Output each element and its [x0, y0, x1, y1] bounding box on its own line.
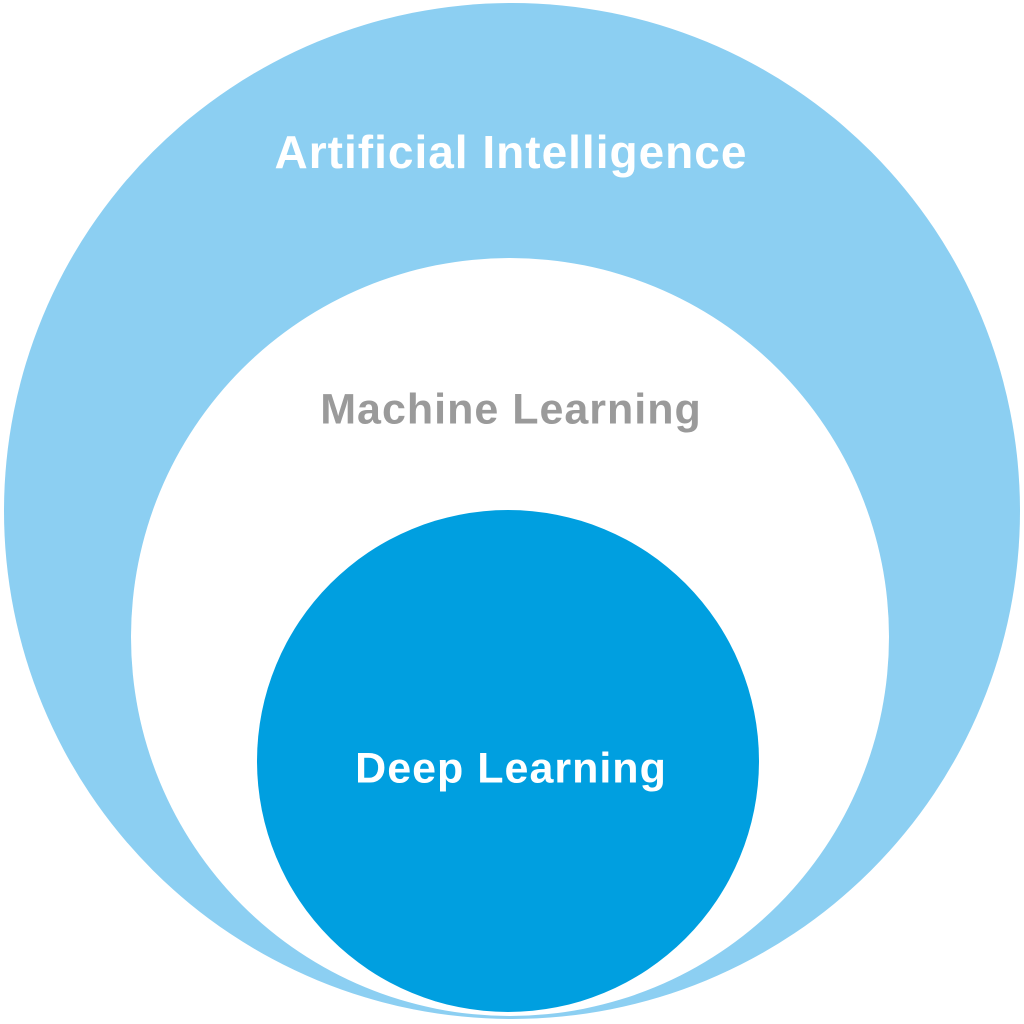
deep-learning-circle [257, 510, 759, 1012]
deep-learning-label: Deep Learning [355, 744, 667, 793]
artificial-intelligence-label: Artificial Intelligence [274, 126, 748, 178]
machine-learning-label: Machine Learning [320, 385, 702, 434]
